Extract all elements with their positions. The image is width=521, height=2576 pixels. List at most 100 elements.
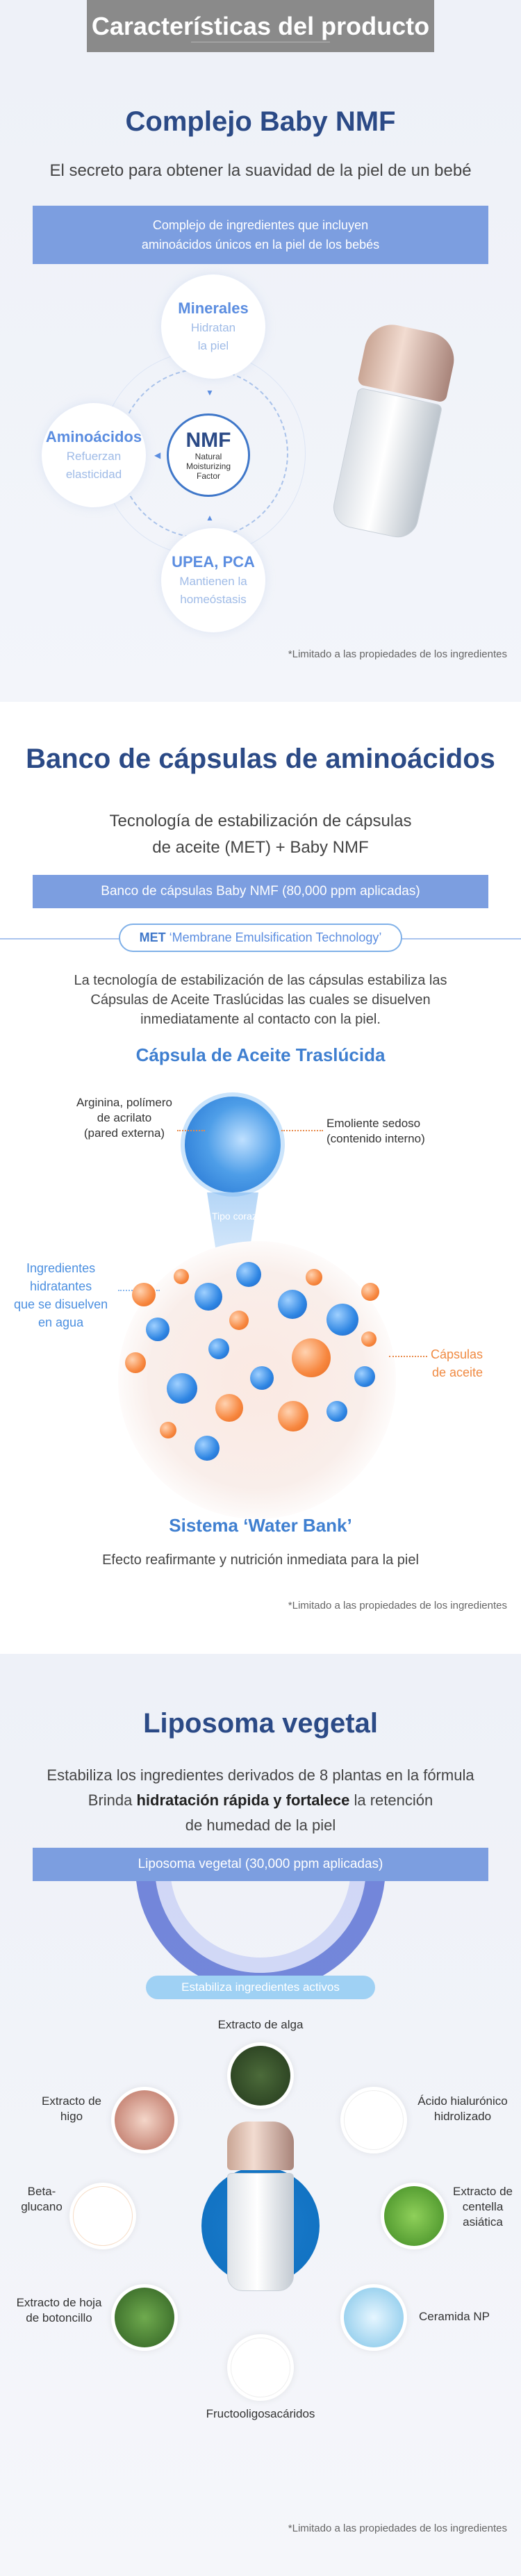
dotted-connector bbox=[177, 1130, 205, 1131]
label-line-2: de aceite bbox=[431, 1365, 483, 1379]
hydrating-ingredients-label: Ingredientes hidratantes que se disuelve… bbox=[14, 1259, 108, 1331]
node-title: Aminoácidos bbox=[45, 428, 142, 445]
met-divider: MET ‘Membrane Emulsification Technology’ bbox=[0, 924, 521, 954]
oil-ball bbox=[229, 1311, 249, 1330]
label-line-1: Emoliente sedoso bbox=[326, 1117, 421, 1130]
oil-ball bbox=[132, 1283, 156, 1306]
nmf-line-1: Natural bbox=[195, 452, 222, 461]
section-vegetal-liposome: Liposoma vegetal Estabiliza los ingredie… bbox=[0, 1654, 521, 2576]
oil-ball bbox=[278, 1401, 308, 1431]
beta-glucan-icon bbox=[69, 2183, 136, 2249]
water-ball bbox=[236, 1262, 261, 1287]
product-bottle-image bbox=[227, 2122, 294, 2295]
nmf-diagram: Minerales Hidratan la piel Aminoácidos R… bbox=[0, 271, 521, 632]
section-baby-nmf: Complejo Baby NMF El secreto para obtene… bbox=[0, 52, 521, 702]
node-title: Minerales bbox=[178, 300, 249, 317]
met-abbrev: MET bbox=[139, 930, 166, 944]
para-line-1: La tecnología de estabilización de las c… bbox=[74, 973, 447, 988]
ceramide-icon bbox=[340, 2284, 407, 2351]
desc-line-1: Estabiliza los ingredientes derivados de… bbox=[47, 1766, 474, 1784]
met-full-name: ‘Membrane Emulsification Technology’ bbox=[169, 930, 382, 944]
section-capsule-bank: Banco de cápsulas de aminoácidos Tecnolo… bbox=[0, 702, 521, 1654]
oil-ball bbox=[361, 1283, 379, 1301]
capsule-sphere-icon bbox=[181, 1092, 285, 1197]
water-ball bbox=[146, 1318, 169, 1341]
nmf-label: NMF bbox=[185, 429, 231, 452]
ingredient-label-alga: Extracto de alga bbox=[217, 2018, 304, 2031]
para-line-2: Cápsulas de Aceite Traslúcidas las cuale… bbox=[90, 992, 431, 1008]
subtitle-line-1: Tecnología de estabilización de cápsulas bbox=[109, 812, 412, 830]
ingredient-label-centella: Extracto de centella asiática bbox=[453, 2185, 513, 2229]
label-line-1: Arginina, polímero bbox=[76, 1096, 172, 1109]
info-box-line-1: Complejo de ingredientes que incluyen bbox=[152, 218, 369, 232]
water-bank-text: Efecto reafirmante y nutrición inmediata… bbox=[102, 1552, 419, 1568]
dotted-connector bbox=[281, 1130, 323, 1131]
centella-icon bbox=[381, 2183, 447, 2249]
nmf-line-3: Factor bbox=[196, 471, 220, 481]
water-ball bbox=[326, 1304, 358, 1336]
capsule-diagram: Tipo coraza Arginina, polímero de acrila… bbox=[0, 1074, 521, 1519]
bottle-glass bbox=[227, 2173, 294, 2291]
capsule-type-label: Tipo coraza bbox=[212, 1211, 263, 1222]
water-bank-title: Sistema ‘Water Bank’ bbox=[169, 1515, 352, 1536]
node-aminoacidos: Aminoácidos Refuerzan elasticidad bbox=[42, 403, 146, 507]
hyaluronic-acid-icon bbox=[340, 2087, 407, 2153]
node-upea-pca: UPEA, PCA Mantienen la homeóstasis bbox=[161, 528, 265, 632]
desc-bold: hidratación rápida y fortalece bbox=[136, 1791, 350, 1809]
oil-ball bbox=[215, 1394, 243, 1422]
oil-ball bbox=[174, 1269, 189, 1284]
label-line-2: hidratantes bbox=[30, 1279, 92, 1293]
alga-icon bbox=[227, 2042, 294, 2109]
header-band: Características del producto bbox=[0, 0, 521, 52]
desc-line-3: de humedad de la piel bbox=[185, 1816, 336, 1834]
node-desc-1: Mantienen la bbox=[179, 575, 247, 588]
bottle-cap bbox=[227, 2122, 294, 2170]
nmf-center-circle: NMF Natural Moisturizing Factor bbox=[167, 413, 250, 497]
node-desc-2: homeóstasis bbox=[180, 593, 247, 606]
info-box: Liposoma vegetal (30,000 ppm aplicadas) bbox=[33, 1848, 488, 1881]
fructooligosaccharide-icon bbox=[227, 2334, 294, 2401]
section-description: Estabiliza los ingredientes derivados de… bbox=[0, 1763, 521, 1838]
product-bottle-image bbox=[322, 319, 462, 550]
dotted-connector bbox=[389, 1356, 427, 1357]
label-line-1: Cápsulas bbox=[431, 1347, 483, 1361]
water-ball bbox=[326, 1401, 347, 1422]
water-ball bbox=[278, 1290, 307, 1319]
fig-icon bbox=[111, 2087, 178, 2153]
ingredient-label-fructo: Fructooligosacáridos bbox=[206, 2407, 315, 2420]
label-line-2: de acrilato bbox=[97, 1111, 152, 1124]
stabilize-pill: Estabiliza ingredientes activos bbox=[146, 1976, 375, 1999]
header-title: Características del producto bbox=[91, 11, 430, 40]
desc-pre: Brinda bbox=[88, 1791, 137, 1809]
node-desc-2: la piel bbox=[197, 339, 229, 352]
desc-post: la retención bbox=[349, 1791, 433, 1809]
desc-line-2: Brinda hidratación rápida y fortalece la… bbox=[0, 1788, 521, 1813]
water-ball bbox=[167, 1373, 197, 1404]
label-line-3: que se disuelven bbox=[14, 1297, 108, 1311]
node-desc-1: Refuerzan bbox=[66, 450, 122, 463]
ingredient-label-hialuronico: Ácido hialurónico hidrolizado bbox=[417, 2094, 508, 2123]
node-desc-2: elasticidad bbox=[65, 468, 122, 481]
info-box: Complejo de ingredientes que incluyen am… bbox=[33, 206, 488, 264]
oil-ball bbox=[160, 1422, 176, 1438]
met-description: La tecnología de estabilización de las c… bbox=[0, 971, 521, 1029]
oil-ball bbox=[361, 1331, 377, 1347]
oil-ball bbox=[292, 1338, 331, 1377]
ingredient-label-betaglucano: Beta-glucano bbox=[21, 2185, 63, 2213]
botoncillo-leaf-icon bbox=[111, 2284, 178, 2351]
capsule-wall-label: Arginina, polímero de acrilato (pared ex… bbox=[76, 1095, 172, 1141]
liposome-illustration: Estabiliza ingredientes activos bbox=[108, 1881, 413, 2013]
water-ball bbox=[354, 1366, 375, 1387]
para-line-3: inmediatamente al contacto con la piel. bbox=[140, 1012, 381, 1027]
label-line-4: en agua bbox=[38, 1315, 84, 1329]
section-subtitle: El secreto para obtener la suavidad de l… bbox=[49, 161, 472, 180]
disclaimer-note: *Limitado a las propiedades de los ingre… bbox=[288, 648, 507, 660]
capsule-title: Cápsula de Aceite Traslúcida bbox=[135, 1044, 386, 1065]
subtitle-line-2: de aceite (MET) + Baby NMF bbox=[152, 838, 369, 857]
node-desc-1: Hidratan bbox=[190, 321, 236, 334]
water-ball bbox=[195, 1283, 222, 1311]
disclaimer-note: *Limitado a las propiedades de los ingre… bbox=[288, 2522, 507, 2534]
arrow-down-icon: ▼ bbox=[206, 388, 214, 397]
ingredient-label-botoncillo: Extracto de hoja de botoncillo bbox=[16, 2296, 102, 2324]
